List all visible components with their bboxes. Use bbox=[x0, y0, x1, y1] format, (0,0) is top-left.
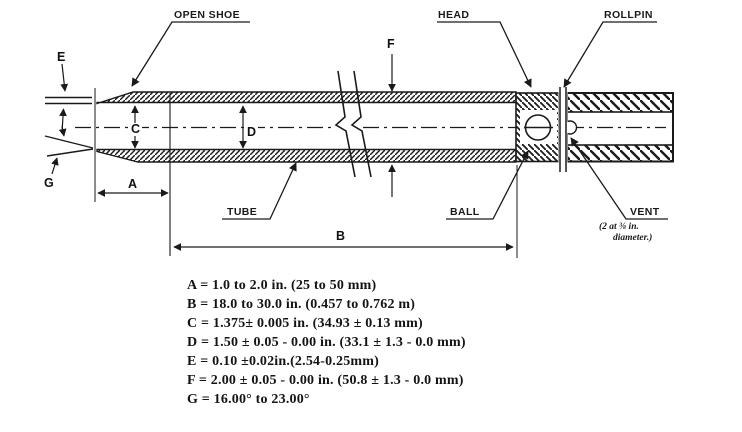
label-head: HEAD bbox=[438, 9, 470, 21]
spec-line-c: C = 1.375± 0.005 in. (34.93 ± 0.13 mm) bbox=[187, 316, 423, 331]
dim-letter-e: E bbox=[57, 50, 66, 64]
dim-letter-g: G bbox=[44, 176, 54, 190]
vent-note-line1: (2 at ⅜ in. bbox=[599, 222, 639, 232]
spec-line-a: A = 1.0 to 2.0 in. (25 to 50 mm) bbox=[187, 278, 377, 293]
label-tube: TUBE bbox=[227, 206, 258, 218]
spec-line-f: F = 2.00 ± 0.05 - 0.00 in. (50.8 ± 1.3 -… bbox=[187, 373, 464, 388]
label-vent: VENT bbox=[630, 206, 660, 218]
dim-letter-d: D bbox=[245, 125, 259, 139]
spec-list: A = 1.0 to 2.0 in. (25 to 50 mm) B = 18.… bbox=[187, 276, 466, 409]
spec-line-e: E = 0.10 ±0.02in.(2.54-0.25mm) bbox=[187, 354, 379, 369]
vent-note-line2: diameter.) bbox=[613, 233, 653, 243]
label-open-shoe: OPEN SHOE bbox=[174, 9, 241, 21]
dim-letter-b: B bbox=[336, 229, 346, 243]
spec-line-b: B = 18.0 to 30.0 in. (0.457 to 0.762 m) bbox=[187, 297, 416, 312]
dim-letter-c: C bbox=[129, 122, 143, 136]
dim-letter-f: F bbox=[387, 37, 395, 51]
label-rollpin: ROLLPIN bbox=[604, 9, 653, 21]
label-ball: BALL bbox=[450, 206, 480, 218]
spec-line-g: G = 16.00° to 23.00° bbox=[187, 392, 310, 407]
spec-line-d: D = 1.50 ± 0.05 - 0.00 in. (33.1 ± 1.3 -… bbox=[187, 335, 466, 350]
dim-letter-a: A bbox=[128, 177, 138, 191]
